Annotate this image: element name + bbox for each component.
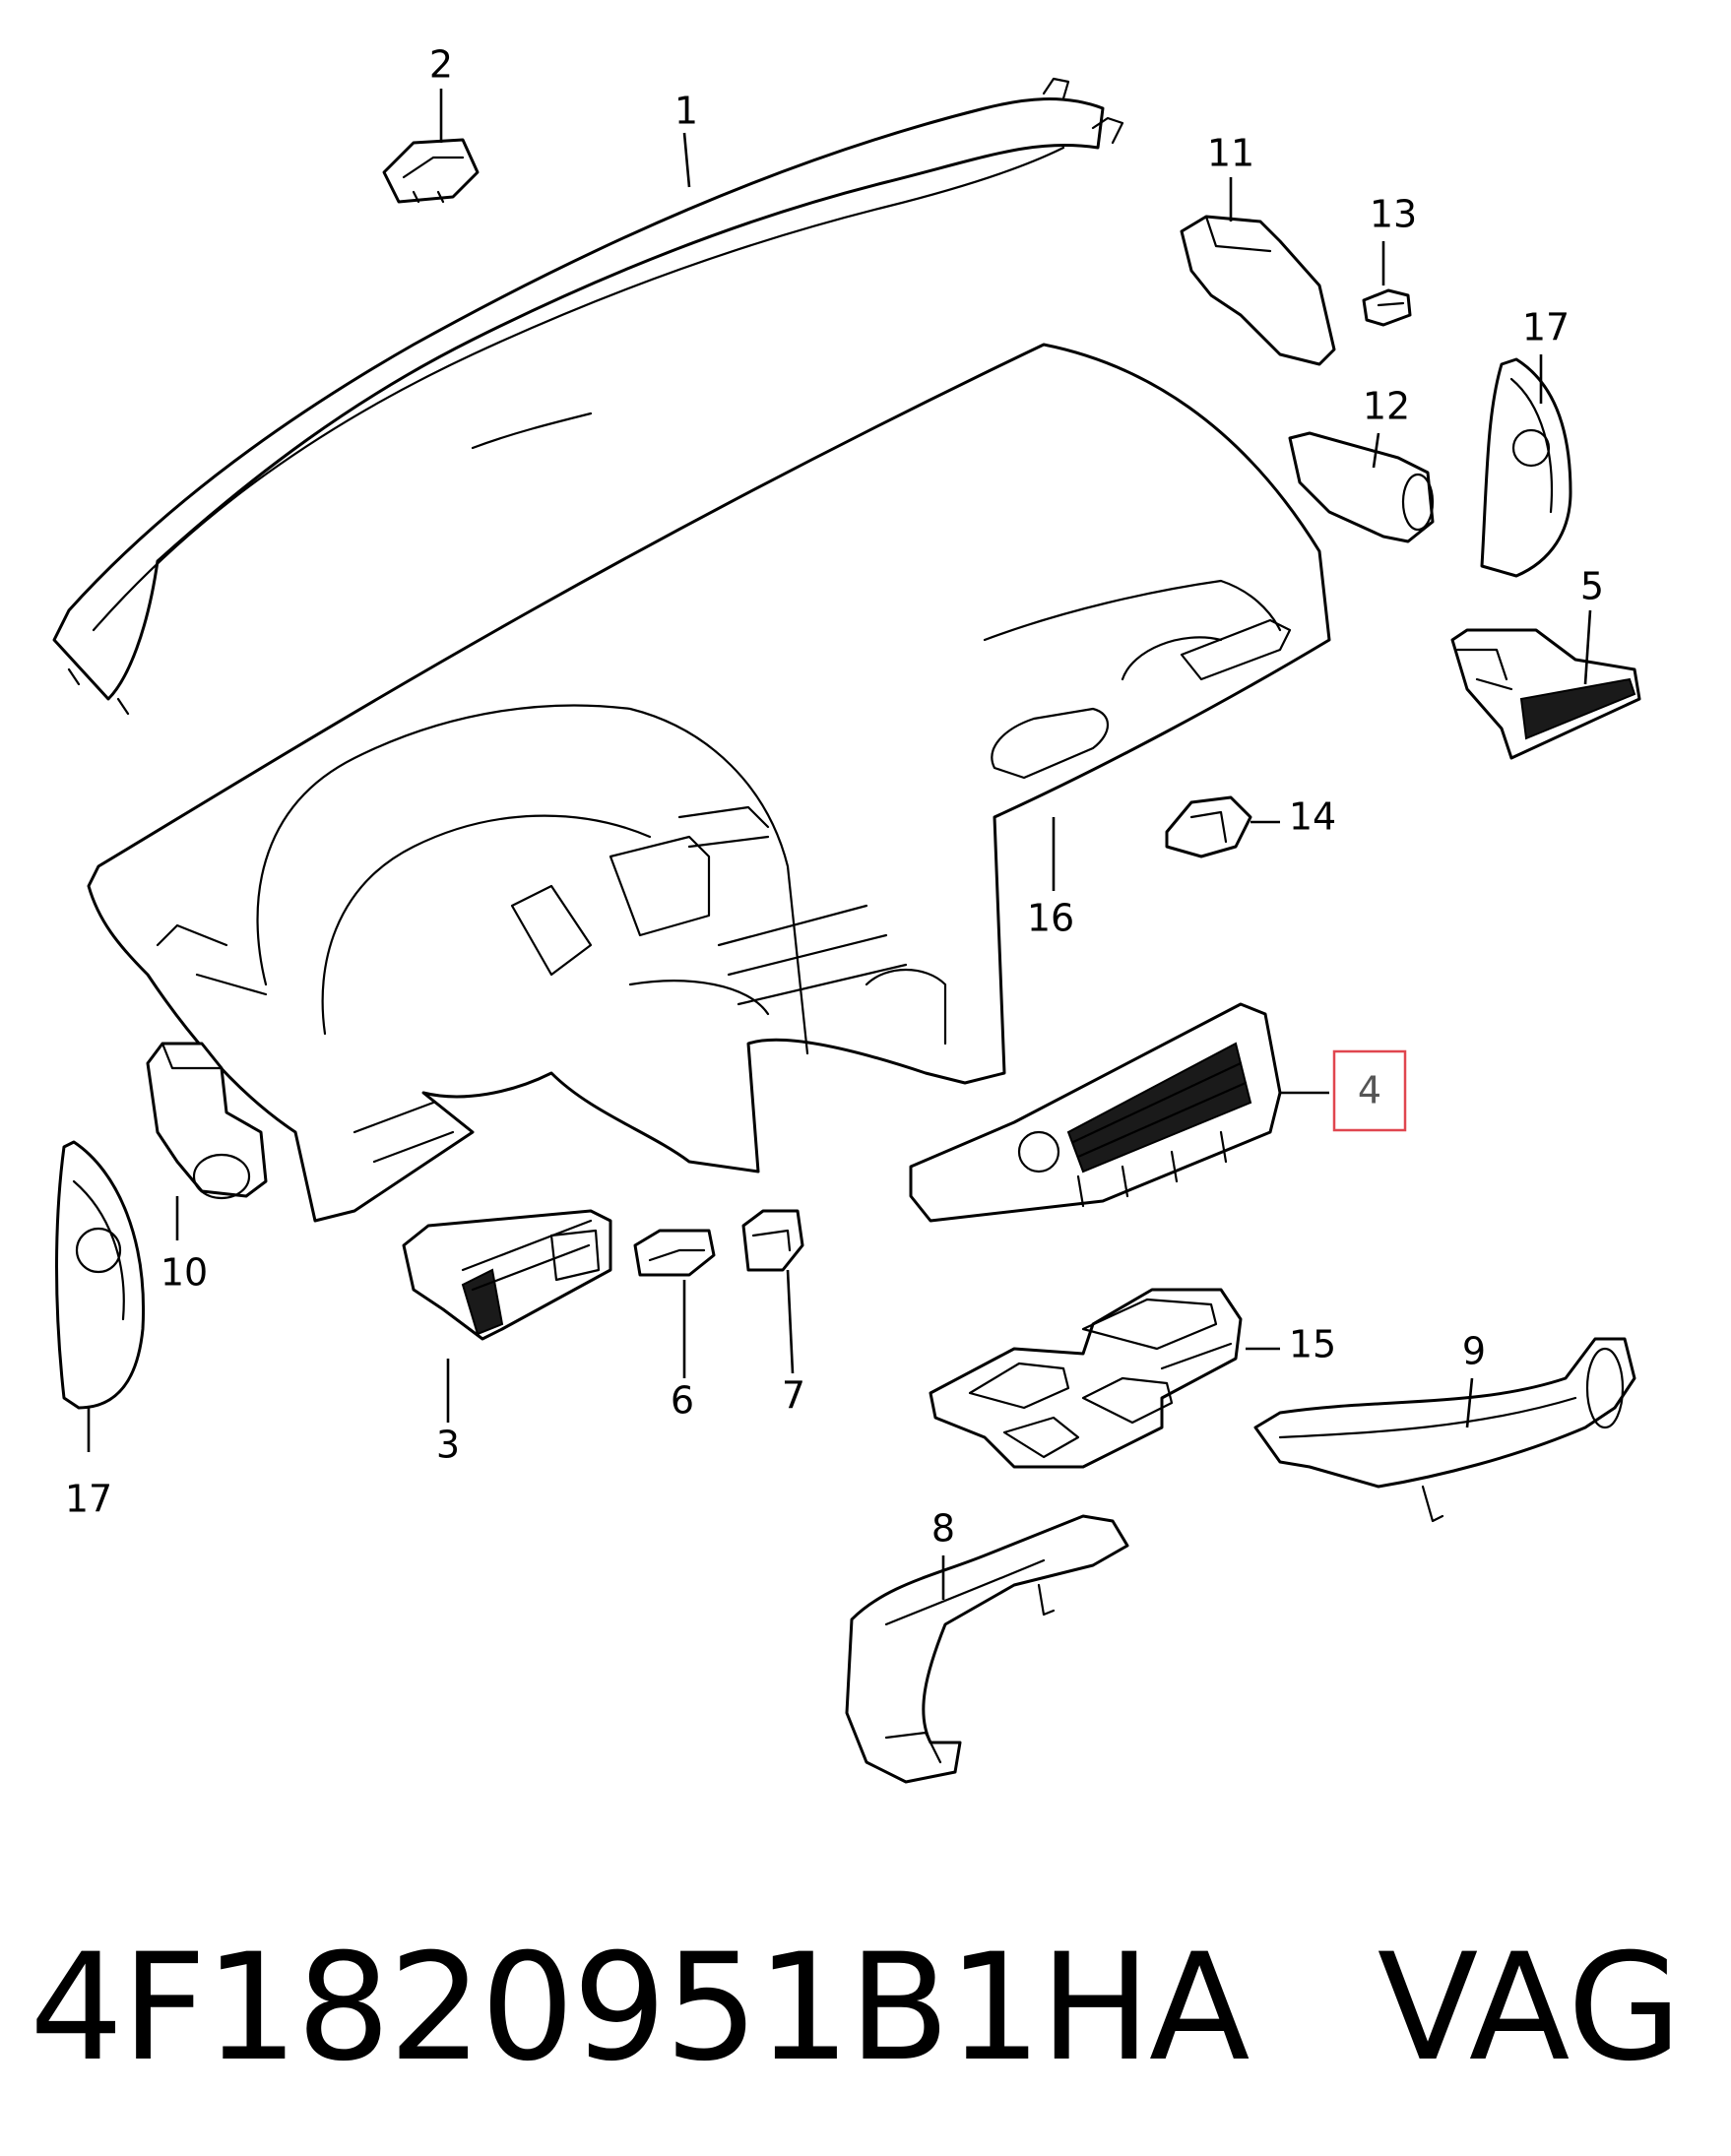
part-9-lower-duct	[1253, 1337, 1636, 1523]
callout-10: 10	[160, 1251, 208, 1295]
part-2-clip	[382, 138, 480, 204]
part-12-small-duct	[1288, 431, 1435, 543]
callout-8: 8	[931, 1507, 955, 1551]
callout-9: 9	[1462, 1330, 1486, 1373]
part-17-right-side-cover	[1480, 357, 1572, 578]
callout-13: 13	[1370, 193, 1417, 236]
part-3-left-vent	[402, 1209, 612, 1341]
callout-16: 16	[1027, 897, 1074, 940]
brand-name: VAG	[1377, 1923, 1682, 2094]
part-6-switch	[633, 1229, 716, 1277]
callout-1: 1	[674, 90, 698, 133]
callout-17-right: 17	[1522, 306, 1570, 349]
footer: 4F1820951B1HA VAG	[0, 1900, 1731, 2117]
part-5-right-vent	[1450, 628, 1641, 760]
callout-14: 14	[1289, 795, 1336, 839]
part-14-bracket	[1165, 795, 1252, 858]
callout-3: 3	[436, 1424, 460, 1467]
highlight-box	[1332, 1049, 1407, 1132]
part-17-left-side-cover	[55, 1140, 146, 1410]
part-8-bottom-duct	[845, 1514, 1129, 1784]
callout-7: 7	[782, 1374, 805, 1418]
callout-labels: 1 2 3 4 5 6 7 8 9 10 11 12 13 14 15 16 1…	[65, 43, 1604, 1551]
callout-4: 4	[1358, 1069, 1381, 1112]
callout-5: 5	[1580, 565, 1604, 608]
callout-12: 12	[1363, 385, 1410, 428]
leader-lines	[87, 89, 1592, 1600]
part-13-screw	[1362, 288, 1412, 327]
part-11-duct	[1180, 215, 1336, 366]
part-4-center-vent	[909, 1002, 1282, 1223]
callout-2: 2	[429, 43, 453, 87]
callout-11: 11	[1207, 132, 1254, 175]
part-7-cover	[741, 1209, 804, 1272]
part-10-left-duct	[146, 1042, 268, 1200]
part-16-instrument-panel	[87, 343, 1331, 1223]
callout-15: 15	[1289, 1323, 1336, 1366]
part-number: 4F1820951B1HA	[30, 1923, 1250, 2094]
part-1-dash-top-trim	[52, 77, 1124, 716]
callout-17-left: 17	[65, 1478, 112, 1521]
callout-6: 6	[671, 1379, 694, 1423]
part-15-vent-frame	[929, 1288, 1243, 1469]
dashboard-exploded-diagram: 1 2 3 4 5 6 7 8 9 10 11 12 13 14 15 16 1…	[52, 43, 1641, 1784]
